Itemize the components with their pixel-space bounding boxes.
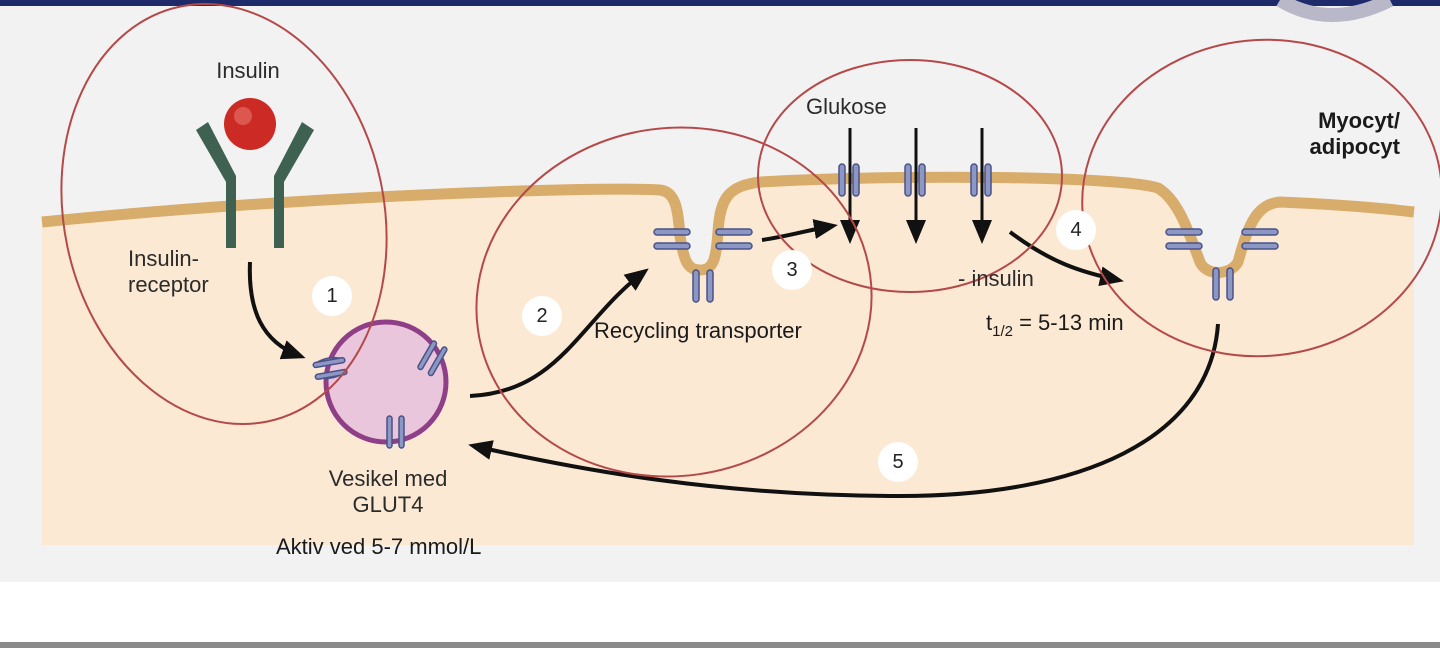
glut4-transporter-icon xyxy=(653,228,691,250)
arrow-step-5 xyxy=(468,323,1220,499)
step-number: 3 xyxy=(786,259,797,281)
glut4-transporter-icon xyxy=(838,163,860,197)
glut4-transporter-icon xyxy=(715,228,753,250)
glut4-transporter-icon xyxy=(386,415,405,449)
half-life-label: t1/2 = 5-13 min xyxy=(986,310,1124,340)
glucose-label: Glukose xyxy=(806,94,887,119)
step-number: 5 xyxy=(892,451,903,473)
insulin-receptor-icon xyxy=(196,122,314,248)
cell-type-label: adipocyt xyxy=(1310,134,1401,159)
minus-insulin-label: - insulin xyxy=(958,266,1034,291)
step-badges: 1 2 3 4 5 xyxy=(312,210,1096,482)
step-number: 1 xyxy=(326,285,337,307)
glut4-transporter-icon xyxy=(1241,228,1279,250)
arrow-step-4 xyxy=(1008,230,1124,287)
cell-type-label: Myocyt/ xyxy=(1318,108,1400,133)
glut4-transporter-icon xyxy=(312,356,348,380)
glut4-transporter-icon xyxy=(692,269,714,303)
recycling-transporter-label: Recycling transporter xyxy=(594,318,802,343)
step-badge xyxy=(772,250,812,290)
insulin-highlight xyxy=(234,107,252,125)
glut4-transporter-icon xyxy=(970,163,992,197)
highlight-ring-receptor xyxy=(60,2,388,426)
glut4-transporter-icon xyxy=(904,163,926,197)
step-badge xyxy=(1056,210,1096,250)
step-badge xyxy=(522,296,562,336)
active-range-label: Aktiv ved 5-7 mmol/L xyxy=(276,534,481,559)
glut4-transporter-icon xyxy=(1212,267,1234,301)
vesicle-label: GLUT4 xyxy=(353,492,424,517)
corner-decoration xyxy=(1276,0,1394,22)
glut4-transporter-icon xyxy=(417,340,448,377)
bottom-frame-bar xyxy=(0,642,1440,648)
insulin-receptor-label: Insulin- xyxy=(128,246,199,271)
step-number: 2 xyxy=(536,305,547,327)
highlight-ring-glucose xyxy=(757,59,1063,293)
arrow-step-3 xyxy=(761,219,838,242)
step-number: 4 xyxy=(1070,219,1081,241)
insulin-receptor-label: receptor xyxy=(128,272,209,297)
arrow-step-1 xyxy=(247,261,306,360)
highlight-ring-recycling xyxy=(475,126,873,478)
glut4-transporter-icon xyxy=(1165,228,1203,250)
pathway-arrows xyxy=(247,128,1220,499)
top-frame-bar xyxy=(0,0,1440,6)
slide-footer-area xyxy=(0,582,1440,642)
glut4-transporters xyxy=(312,163,1279,449)
step-badge xyxy=(312,276,352,316)
vesicle-label: Vesikel med xyxy=(329,466,448,491)
insulin-molecule-icon xyxy=(224,98,276,150)
glut4-vesicle xyxy=(323,319,449,445)
step-badge xyxy=(878,442,918,482)
insulin-label: Insulin xyxy=(216,58,280,83)
